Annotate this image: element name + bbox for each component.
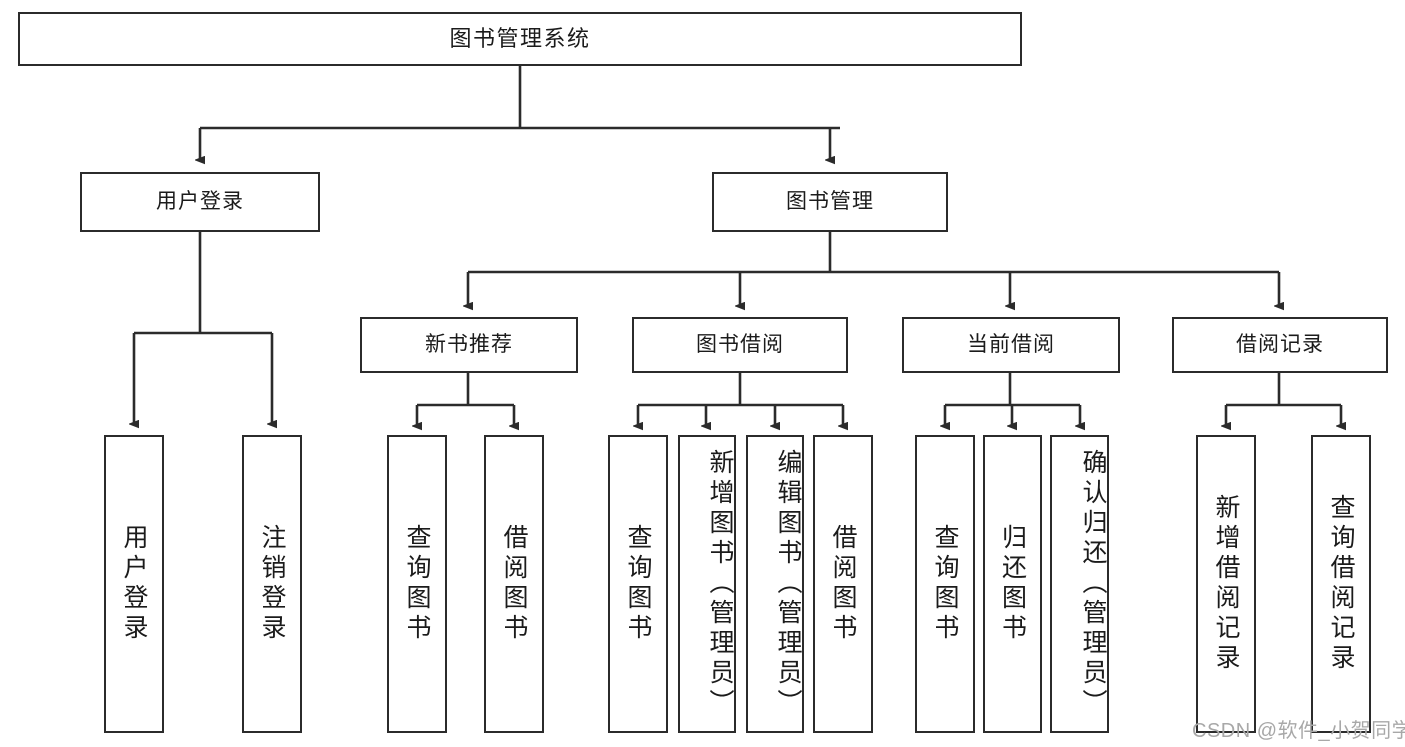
node-user-login[interactable]: 用户登录 [80,172,320,232]
leaf-borrow-record-add-record[interactable]: 新增借阅记录 [1196,435,1256,733]
node-label: 用户登录 [156,190,244,214]
node-label: 新增图书（管理员） [706,449,734,719]
node-label: 查询图书 [624,524,652,644]
node-label: 新增借阅记录 [1212,494,1240,674]
node-label: 查询图书 [931,524,959,644]
leaf-user-login-login[interactable]: 用户登录 [104,435,164,733]
leaf-user-login-logout[interactable]: 注销登录 [242,435,302,733]
node-borrow-record[interactable]: 借阅记录 [1172,317,1388,373]
node-label: 借阅记录 [1236,333,1324,357]
watermark-csdn: CSDN @软件_小贺同学 [1192,720,1405,742]
node-label: 借阅图书 [500,524,528,644]
node-book-management[interactable]: 图书管理 [712,172,948,232]
node-label: 新书推荐 [425,333,513,357]
leaf-book-borrow-query-book[interactable]: 查询图书 [608,435,668,733]
node-label: 查询借阅记录 [1327,494,1355,674]
node-label: 当前借阅 [967,333,1055,357]
node-new-book-recommend[interactable]: 新书推荐 [360,317,578,373]
leaf-book-borrow-borrow-book[interactable]: 借阅图书 [813,435,873,733]
node-label: 借阅图书 [829,524,857,644]
leaf-borrow-record-query-record[interactable]: 查询借阅记录 [1311,435,1371,733]
node-label: 注销登录 [258,524,286,644]
node-label: 确认归还（管理员） [1079,449,1107,719]
node-label: 图书管理 [786,190,874,214]
node-root-book-management-system[interactable]: 图书管理系统 [18,12,1022,66]
node-label: 查询图书 [403,524,431,644]
node-label: 归还图书 [998,524,1027,644]
node-label: 用户登录 [120,524,148,644]
leaf-current-borrow-return-book[interactable]: 归还图书 [983,435,1042,733]
leaf-book-borrow-add-book-admin[interactable]: 新增图书（管理员） [678,435,736,733]
node-label: 编辑图书（管理员） [774,449,802,719]
node-current-borrow[interactable]: 当前借阅 [902,317,1120,373]
leaf-new-book-borrow-book[interactable]: 借阅图书 [484,435,544,733]
node-book-borrow[interactable]: 图书借阅 [632,317,848,373]
leaf-current-borrow-confirm-return-admin[interactable]: 确认归还（管理员） [1050,435,1109,733]
leaf-book-borrow-edit-book-admin[interactable]: 编辑图书（管理员） [746,435,804,733]
leaf-current-borrow-query-book[interactable]: 查询图书 [915,435,975,733]
leaf-new-book-query-book[interactable]: 查询图书 [387,435,447,733]
node-label: 图书管理系统 [449,25,591,51]
node-label: 图书借阅 [696,333,784,357]
